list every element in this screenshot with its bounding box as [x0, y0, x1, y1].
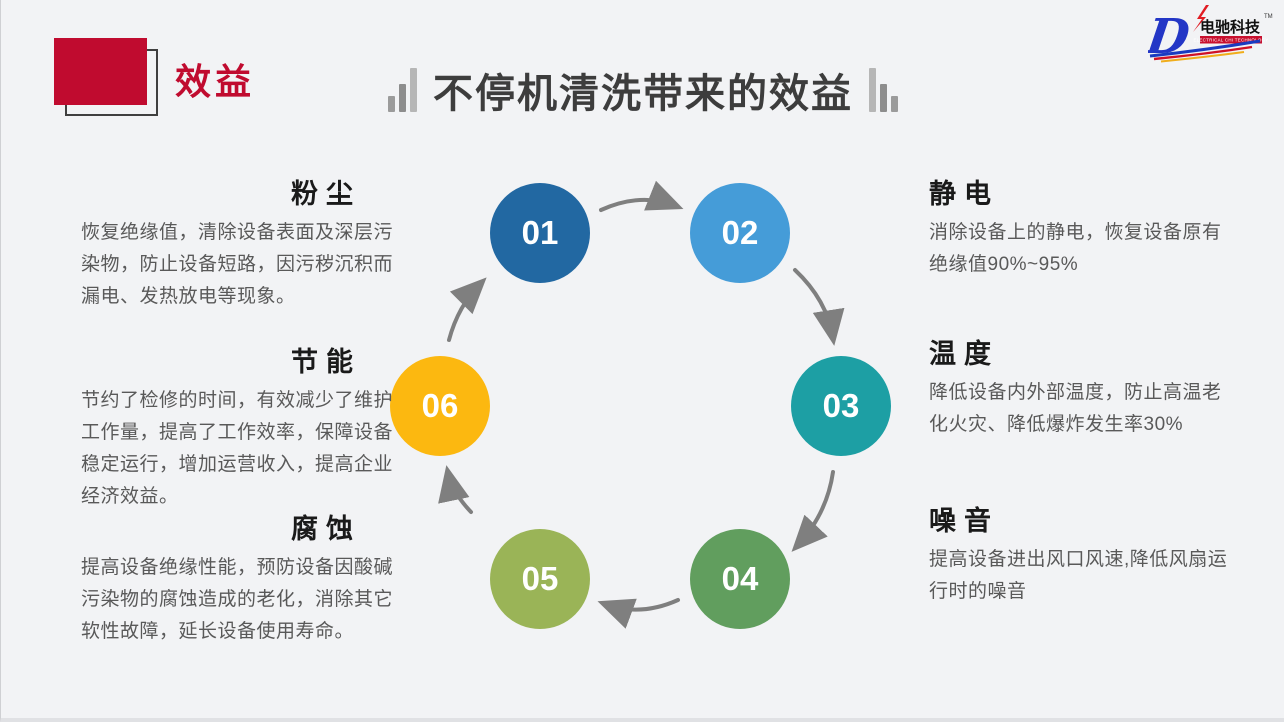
cycle-step-01: 01 — [490, 183, 590, 283]
bar-chart-icon-left — [388, 68, 417, 120]
company-logo: D 电驰科技 TM ELECTRICAL CHI TECHNOLOGY — [1141, 4, 1276, 65]
logo-tm: TM — [1264, 14, 1273, 20]
logo-brand-text: 电驰科技 — [1200, 18, 1261, 36]
cycle-step-03: 03 — [791, 356, 891, 456]
benefit-body: 提高设备进出风口风速,降低风扇运行时的噪音 — [929, 549, 1228, 603]
step-number: 02 — [721, 214, 759, 251]
step-number: 01 — [521, 214, 559, 251]
arrow-03-04 — [791, 470, 835, 552]
logo-tagline: ELECTRICAL CHI TECHNOLOGY — [1193, 38, 1268, 43]
benefit-temperature: 温度 降低设备内外部温度，防止高温老化火灾、降低爆炸发生率30% — [929, 338, 1233, 441]
step-number: 03 — [822, 387, 860, 424]
arrow-05-06 — [438, 465, 473, 514]
step-number: 04 — [721, 560, 759, 597]
cycle-step-06: 06 — [390, 356, 490, 456]
lightning-icon — [1193, 5, 1209, 32]
step-number: 06 — [421, 387, 459, 424]
benefit-noise: 噪音 提高设备进出风口风速,降低风扇运行时的噪音 — [929, 505, 1233, 608]
section-title: 效益 — [175, 61, 256, 102]
cycle-arrows — [438, 180, 845, 629]
arrow-02-03 — [793, 268, 845, 346]
benefit-body: 提高设备绝缘性能，预防设备因酸碱污染物的腐蚀造成的老化，消除其它软性故障，延长设… — [81, 557, 394, 643]
benefit-title: 噪音 — [929, 506, 999, 536]
cycle-step-04: 04 — [690, 529, 790, 629]
benefit-corrosion: 腐蚀 提高设备绝缘性能，预防设备因酸碱污染物的腐蚀造成的老化，消除其它软性故障，… — [81, 513, 395, 648]
benefit-title: 温度 — [929, 339, 999, 369]
benefit-energy-saving: 节能 节约了检修的时间，有效减少了维护工作量，提高了工作效率，保障设备稳定运行，… — [81, 346, 395, 513]
arrow-01-02 — [599, 180, 684, 212]
title-row: 不停机清洗带来的效益 — [349, 68, 937, 120]
benefit-body: 恢复绝缘值，清除设备表面及深层污染物，防止设备短路，因污秽沉积而漏电、发热放电等… — [81, 222, 394, 308]
benefit-body: 节约了检修的时间，有效减少了维护工作量，提高了工作效率，保障设备稳定运行，增加运… — [81, 390, 394, 508]
benefit-dust: 粉尘 恢复绝缘值，清除设备表面及深层污染物，防止设备短路，因污秽沉积而漏电、发热… — [81, 178, 395, 313]
benefit-title: 粉尘 — [291, 179, 361, 209]
benefit-title: 节能 — [291, 347, 361, 377]
step-number: 05 — [521, 560, 559, 597]
badge-red-rect — [54, 38, 147, 105]
cycle-step-02: 02 — [690, 183, 790, 283]
benefit-title: 静电 — [929, 179, 999, 209]
logo-graphic: D 电驰科技 TM ELECTRICAL CHI TECHNOLOGY — [1141, 5, 1273, 65]
arrow-06-01 — [447, 277, 487, 342]
cycle-step-05: 05 — [490, 529, 590, 629]
benefit-body: 降低设备内外部温度，防止高温老化火灾、降低爆炸发生率30% — [929, 382, 1222, 436]
benefit-title: 腐蚀 — [291, 514, 361, 544]
benefit-body: 消除设备上的静电，恢复设备原有绝缘值90%~95% — [929, 222, 1222, 276]
benefit-static: 静电 消除设备上的静电，恢复设备原有绝缘值90%~95% — [929, 178, 1233, 281]
page-title: 不停机清洗带来的效益 — [433, 72, 853, 116]
bar-chart-icon-right — [869, 68, 898, 120]
arrow-04-05 — [597, 598, 680, 629]
